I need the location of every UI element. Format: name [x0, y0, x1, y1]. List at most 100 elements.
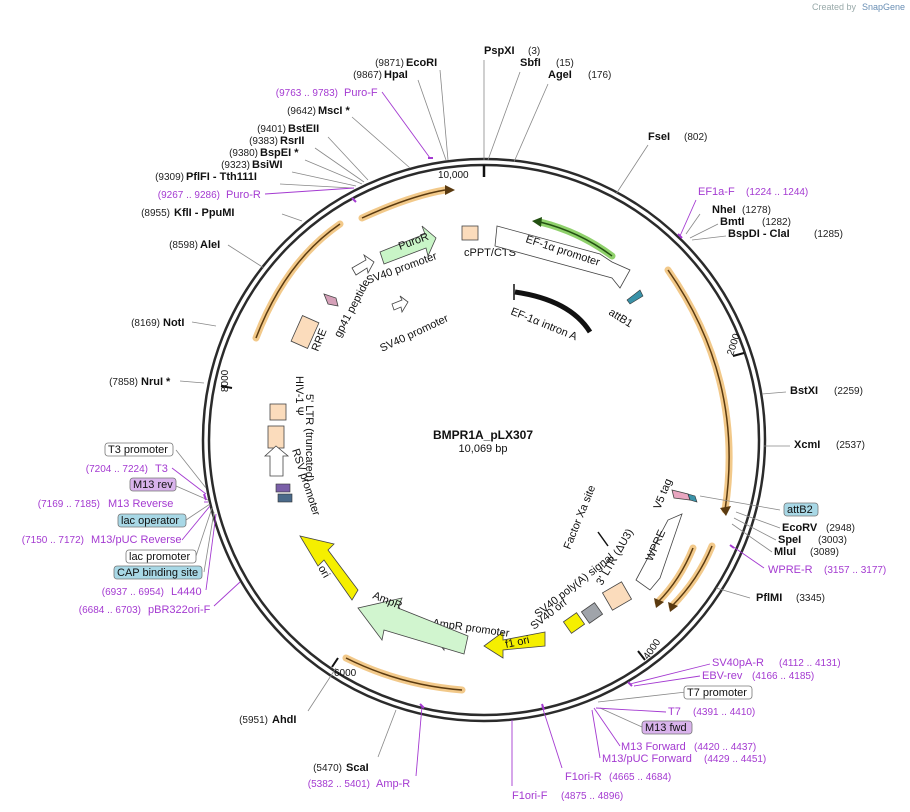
primer-f1ori-f-name: F1ori-F	[512, 790, 548, 802]
primer-amp-r-name: Amp-R	[376, 778, 410, 790]
enzyme-bstxi-pos: (2259)	[834, 386, 863, 397]
primer-line-wpre-r	[731, 545, 765, 569]
primer-m13-forward-name: M13 Forward	[621, 741, 686, 753]
leader-alei	[227, 244, 265, 269]
primer-wpre-r-pos: (3157 .. 3177)	[824, 565, 886, 576]
box-cap-site	[113, 565, 203, 580]
primer-labels: (9763 .. 9783) Puro-F (9267 .. 9286) Pur…	[22, 87, 887, 802]
box-attb2-label: attB2	[787, 504, 813, 516]
leader-bsiwi	[291, 171, 357, 187]
leader-ecorv	[735, 511, 781, 529]
wpre-arrow	[635, 513, 683, 591]
enzyme-agei-name: AgeI	[548, 69, 572, 81]
primer-l4440-pos: (6937 .. 6954)	[102, 587, 164, 598]
enzyme-bmti-pos: (1282)	[762, 217, 791, 228]
box-t3-promoter	[104, 442, 174, 457]
enzyme-kfli-name: KflI - PpuMI	[174, 207, 235, 219]
enzyme-bspdi-pos: (1285)	[814, 229, 843, 240]
mark-t3	[203, 493, 207, 501]
orf-arc-right-line	[667, 269, 730, 511]
enzyme-mlui-name: MluI	[774, 546, 796, 558]
ef1a-promoter-arrow	[494, 225, 631, 289]
enzyme-spei-name: SpeI	[778, 534, 801, 546]
rre-box	[290, 315, 320, 349]
ori-arrow	[299, 535, 359, 601]
plasmid-name: BMPR1A_pLX307	[433, 428, 533, 442]
primer-m13puc-rev-name: M13/pUC Reverse	[91, 534, 181, 546]
primer-line-m13puc-fwd	[591, 709, 601, 759]
box-m13-rev	[129, 477, 177, 492]
enzyme-nrui-name: NruI *	[141, 376, 171, 388]
box-t7-promoter-label: T7 promoter	[687, 687, 747, 699]
factor-xa-label: Factor Xa site	[562, 484, 599, 551]
leader-lines	[175, 60, 790, 758]
box-cap-site-label: CAP binding site	[117, 567, 198, 579]
primer-line-pbr322ori	[213, 581, 241, 607]
sv40-ori-box	[562, 612, 586, 634]
primer-puro-f-name: Puro-F	[344, 87, 378, 99]
sv40-promoter-2-label: SV40 promoter	[378, 312, 450, 354]
primer-t3-name: T3	[155, 463, 168, 475]
enzyme-ecori-name: EcoRI	[406, 57, 437, 69]
orf-arrowhead-lower-b	[668, 602, 678, 612]
primer-line-amp-r	[415, 705, 423, 777]
enzyme-bsteii-name: BstEII	[288, 123, 319, 135]
f1-ori-arrow	[483, 631, 546, 659]
plasmid-size: 10,069 bp	[459, 443, 508, 455]
box-m13-fwd-label: M13 fwd	[645, 722, 687, 734]
enzyme-scai-pos: (5470)	[313, 763, 342, 774]
orf-arrowhead-lower-a	[654, 598, 664, 608]
enzyme-xcmi-name: XcmI	[794, 439, 820, 451]
ltr5-box	[267, 425, 285, 449]
attb2-shape	[687, 493, 698, 503]
orf-arc-lower-right-b-line	[671, 545, 713, 607]
enzyme-pflmi-pos: (3345)	[796, 593, 825, 604]
enzyme-agei-pos: (176)	[588, 70, 611, 81]
orf-arrowhead-top	[445, 185, 455, 195]
enzyme-bspdi-name: BspDI - ClaI	[728, 228, 790, 240]
sv40-promoter-arrow-1	[351, 253, 375, 276]
enzyme-xcmi-pos: (2537)	[836, 440, 865, 451]
mark-f1ori-r	[541, 703, 545, 711]
enzyme-msci-name: MscI *	[318, 105, 351, 117]
enzyme-alei-pos: (8598)	[169, 240, 198, 251]
enzyme-spei-pos: (3003)	[818, 535, 847, 546]
v5-tag-shape	[671, 489, 691, 501]
primer-line-l4440	[205, 513, 217, 591]
enzyme-sbfi-name: SbfI	[520, 57, 541, 69]
ampr-arrow	[357, 597, 469, 655]
leader-hpai	[417, 79, 447, 161]
leader-nrui	[179, 380, 205, 384]
enzyme-ecorv-pos: (2948)	[826, 523, 855, 534]
box-t3-promoter-label: T3 promoter	[108, 444, 168, 456]
primer-line-f1ori-r	[541, 705, 563, 769]
leader-bstxi	[761, 391, 787, 395]
lac-small-shape-1	[275, 483, 291, 493]
leader-m13fwd	[599, 707, 643, 728]
leader-fsei	[615, 144, 649, 195]
mark-wpre-r	[729, 544, 735, 549]
orf-arc-upper-left-line	[255, 223, 341, 339]
box-lac-operator-label: lac operator	[121, 515, 179, 527]
cppt-box	[461, 225, 479, 241]
primer-m13rev-pos: (7169 .. 7185)	[38, 499, 100, 510]
leader-bspei	[304, 159, 363, 185]
enzyme-rsrii-name: RsrII	[280, 135, 304, 147]
primer-l4440-name: L4440	[171, 586, 202, 598]
primer-line-m13-forward	[593, 707, 621, 747]
primer-m13puc-rev-pos: (7150 .. 7172)	[22, 535, 84, 546]
mark-puro-r	[351, 197, 357, 203]
enzyme-pflfi-pos: (9309)	[155, 172, 184, 183]
enzyme-bstxi-name: BstXI	[790, 385, 818, 397]
rsv-promoter-arrow	[263, 445, 290, 477]
mark-sv40pa	[627, 681, 633, 687]
primer-f1ori-f-pos: (4875 .. 4896)	[561, 791, 623, 802]
leader-ecori	[439, 69, 449, 161]
attb1-shape	[626, 289, 644, 305]
box-attb2	[783, 502, 819, 517]
enzyme-bsiwi-pos: (9323)	[221, 160, 250, 171]
leader-nhei	[685, 213, 701, 235]
ltr3-box	[601, 581, 633, 611]
